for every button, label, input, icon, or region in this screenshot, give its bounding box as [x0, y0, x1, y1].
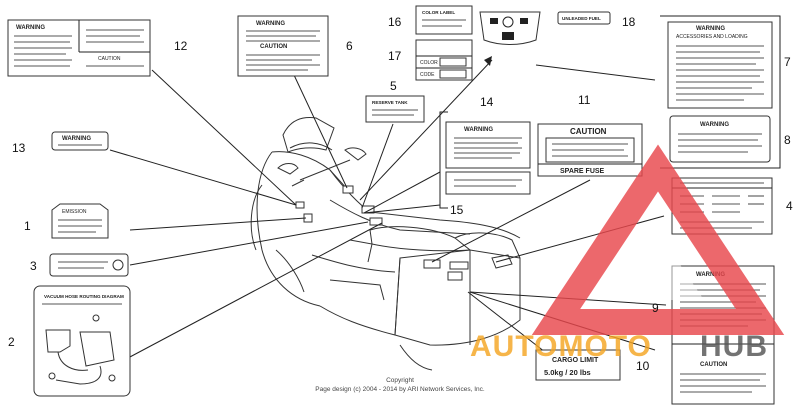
label-13-warning-text: WARNING [62, 136, 91, 142]
callout-1: 1 [24, 219, 31, 233]
label-11-caution-spare-fuse: CAUTION SPARE FUSE [537, 123, 643, 177]
automotohub-watermark: AUTOMOTO HUB [470, 144, 785, 363]
label-10-value: 5.0kg / 20 lbs [544, 368, 591, 377]
label-11-caution-text: CAUTION [570, 127, 607, 136]
label-1-emission: EMISSION [51, 203, 109, 239]
callout-numbers: 12 6 13 1 3 2 5 16 17 18 14 15 11 7 8 4 … [8, 15, 793, 373]
label-14-15-group: WARNING [439, 111, 531, 209]
callout-16: 16 [388, 15, 402, 29]
callout-18: 18 [622, 15, 636, 29]
callout-15: 15 [450, 203, 464, 217]
callout-6: 6 [346, 39, 353, 53]
watermark-text-hub: HUB [700, 330, 768, 363]
callout-13: 13 [12, 141, 26, 155]
label-12-caution-text: CAUTION [98, 56, 121, 62]
copyright-notice: Copyright Page design (c) 2004 - 2014 by… [315, 377, 485, 393]
label-5-text: RESERVE TANK [372, 100, 408, 105]
callout-5: 5 [390, 79, 397, 93]
callout-8: 8 [784, 133, 791, 147]
label-17-code-text: CODE [420, 72, 435, 78]
label-5-reserve-tank: RESERVE TANK [365, 95, 425, 123]
label-2-vacuum-hose-diagram: VACUUM HOSE ROUTING DIAGRAM [33, 285, 131, 397]
watermark-triangle-logo [531, 144, 785, 335]
label-18-unleaded-fuel: UNLEADED FUEL [557, 11, 611, 25]
label-1-emission-text: EMISSION [62, 209, 87, 215]
callout-12: 12 [174, 39, 188, 53]
callout-10: 10 [636, 359, 650, 373]
label-7-subtitle: ACCESSORIES AND LOADING [676, 34, 748, 40]
label-17-color-text: COLOR [420, 60, 438, 66]
label-11-spare-fuse-text: SPARE FUSE [560, 168, 605, 175]
callout-3: 3 [30, 259, 37, 273]
copyright-line-1: Copyright [386, 377, 414, 384]
label-10-title: CARGO LIMIT [552, 357, 599, 364]
label-16-color-label: COLOR LABEL [415, 5, 473, 35]
label-2-title: VACUUM HOSE ROUTING DIAGRAM [44, 294, 124, 299]
callout-17: 17 [388, 49, 402, 63]
label-13-warning: WARNING [51, 131, 109, 151]
label-8-warning-text: WARNING [700, 122, 729, 128]
label-6-warning-caution: WARNING CAUTION [237, 15, 329, 77]
label-12-warning-caution: WARNING CAUTION [7, 19, 151, 77]
callout-7: 7 [784, 55, 791, 69]
callout-2: 2 [8, 335, 15, 349]
label-17-color-code: COLOR CODE [415, 39, 473, 81]
label-9-warning-text: WARNING [696, 272, 725, 278]
callout-11: 11 [578, 93, 591, 107]
watermark-text-automoto: AUTOMOTO [470, 330, 652, 363]
callout-9: 9 [652, 301, 659, 315]
callout-4: 4 [786, 199, 793, 213]
label-9-caution-text: CAUTION [700, 362, 727, 368]
label-12-warning-text: WARNING [16, 25, 45, 31]
label-7-8-group: WARNING ACCESSORIES AND LOADING WARNING [660, 15, 781, 169]
label-7-warning-text: WARNING [696, 26, 725, 32]
label-18-text: UNLEADED FUEL [562, 16, 601, 21]
label-6-caution-text: CAUTION [260, 44, 287, 50]
label-14-warning-text: WARNING [464, 127, 493, 133]
fuel-cap-assembly [479, 11, 541, 45]
label-10-cargo-limit: CARGO LIMIT 5.0kg / 20 lbs [535, 349, 621, 381]
copyright-line-2: Page design (c) 2004 - 2014 by ARI Netwo… [315, 386, 485, 393]
callout-14: 14 [480, 95, 494, 109]
label-16-text: COLOR LABEL [422, 10, 455, 15]
label-3 [49, 253, 129, 277]
label-6-warning-text: WARNING [256, 21, 285, 27]
